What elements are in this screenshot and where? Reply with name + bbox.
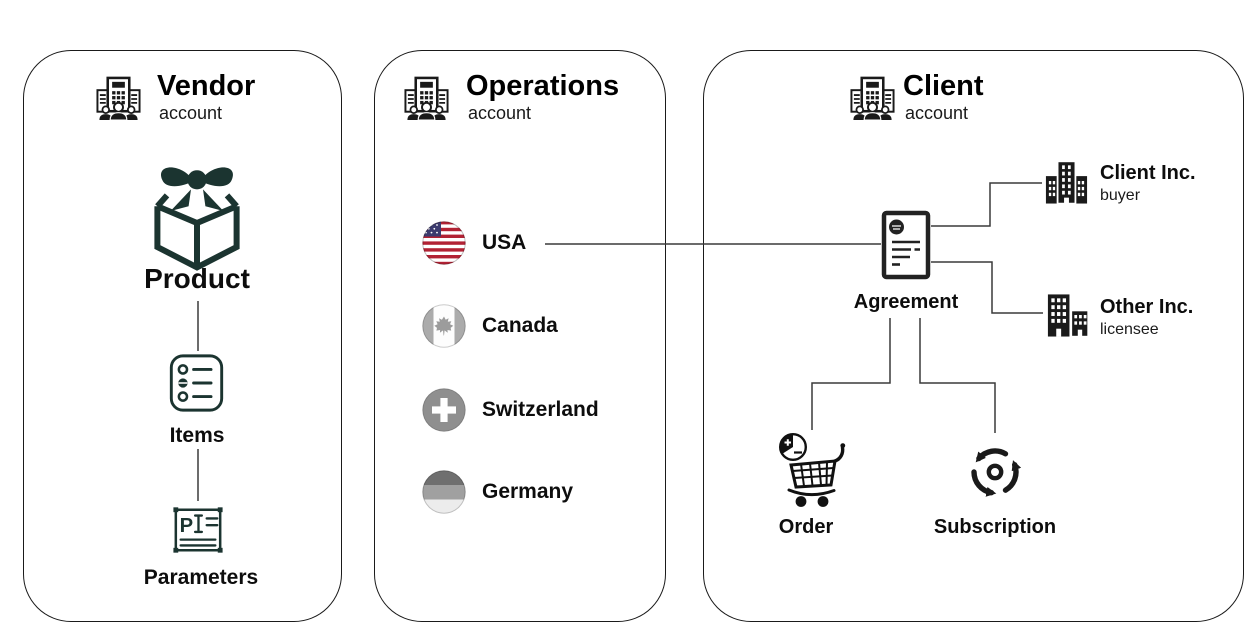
licensee-company-name: Other Inc.: [1100, 296, 1194, 318]
subscription-node-label: Subscription: [933, 516, 1057, 538]
country-label-usa: USA: [482, 231, 527, 254]
two-buildings-icon: [1044, 292, 1091, 337]
office-building-icon: [1043, 159, 1090, 204]
agreement-node-label: Agreement: [853, 291, 959, 313]
parameters-node-label: Parameters: [143, 566, 259, 589]
vendor-panel-title: Vendor: [157, 70, 256, 102]
country-label-canada: Canada: [482, 314, 558, 337]
country-label-switzerland: Switzerland: [482, 398, 599, 421]
agreement-document-icon: [881, 210, 931, 280]
switzerland-flag-icon: [422, 388, 466, 432]
bullet-list-icon: [167, 352, 226, 414]
client-panel-subtitle: account: [905, 103, 969, 123]
product-node-label: Product: [144, 263, 250, 294]
operations-panel-title: Operations: [466, 70, 620, 102]
company-icon: [403, 75, 450, 121]
company-icon: [95, 75, 142, 121]
country-label-germany: Germany: [482, 480, 574, 503]
buyer-company-name: Client Inc.: [1100, 162, 1196, 184]
company-icon: [849, 75, 896, 121]
parameters-form-icon: [169, 503, 227, 557]
gift-box-icon: [137, 157, 257, 277]
usa-flag-icon: [422, 221, 466, 265]
operations-panel: [374, 50, 666, 622]
canada-flag-icon: [422, 304, 466, 348]
order-node-label: Order: [778, 516, 834, 538]
buyer-role-label: buyer: [1100, 187, 1141, 204]
germany-flag-icon: [422, 470, 466, 514]
licensee-role-label: licensee: [1100, 321, 1159, 338]
shopping-cart-icon: [777, 431, 847, 507]
cycle-arrows-icon: [960, 434, 1030, 506]
vendor-panel-subtitle: account: [159, 103, 223, 123]
operations-panel-subtitle: account: [468, 103, 532, 123]
client-panel-title: Client: [903, 70, 984, 102]
items-node-label: Items: [169, 424, 225, 447]
